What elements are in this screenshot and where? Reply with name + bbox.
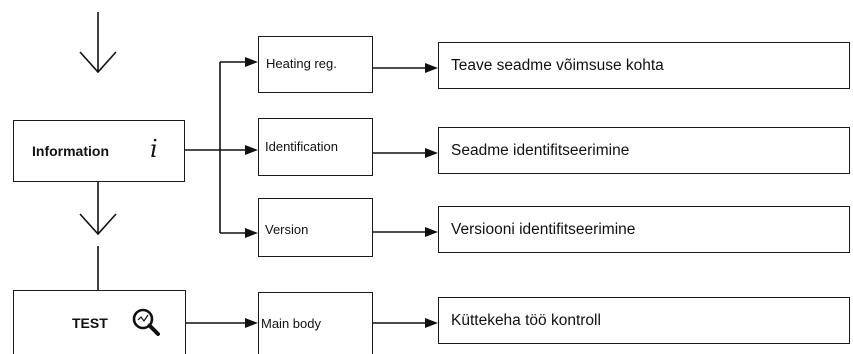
power-info-label: Teave seadme võimsuse kohta [451, 57, 664, 74]
version-identification-box: Versiooni identifitseerimine [438, 206, 850, 253]
device-identification-box: Seadme identifitseerimine [438, 127, 850, 174]
information-label: Information [32, 143, 109, 159]
version-box: Version [258, 198, 373, 257]
heater-check-box: Küttekeha töö kontroll [438, 297, 850, 344]
heating-reg-box: Heating reg. [258, 36, 373, 93]
main-body-box: Main body [258, 292, 373, 354]
identification-box: Identification [258, 118, 373, 176]
identification-label: Identification [265, 139, 338, 154]
main-body-label: Main body [261, 316, 321, 331]
heating-reg-label: Heating reg. [266, 56, 337, 71]
information-box: Information i [13, 120, 185, 182]
information-symbol: i [150, 135, 158, 163]
power-info-box: Teave seadme võimsuse kohta [438, 42, 850, 89]
test-box: TEST [13, 290, 186, 354]
magnifier-icon [131, 307, 161, 342]
version-label: Version [265, 222, 309, 237]
test-label: TEST [72, 315, 108, 331]
heater-check-label: Küttekeha töö kontroll [451, 312, 601, 329]
version-identification-label: Versiooni identifitseerimine [451, 221, 636, 238]
device-identification-label: Seadme identifitseerimine [451, 142, 630, 159]
